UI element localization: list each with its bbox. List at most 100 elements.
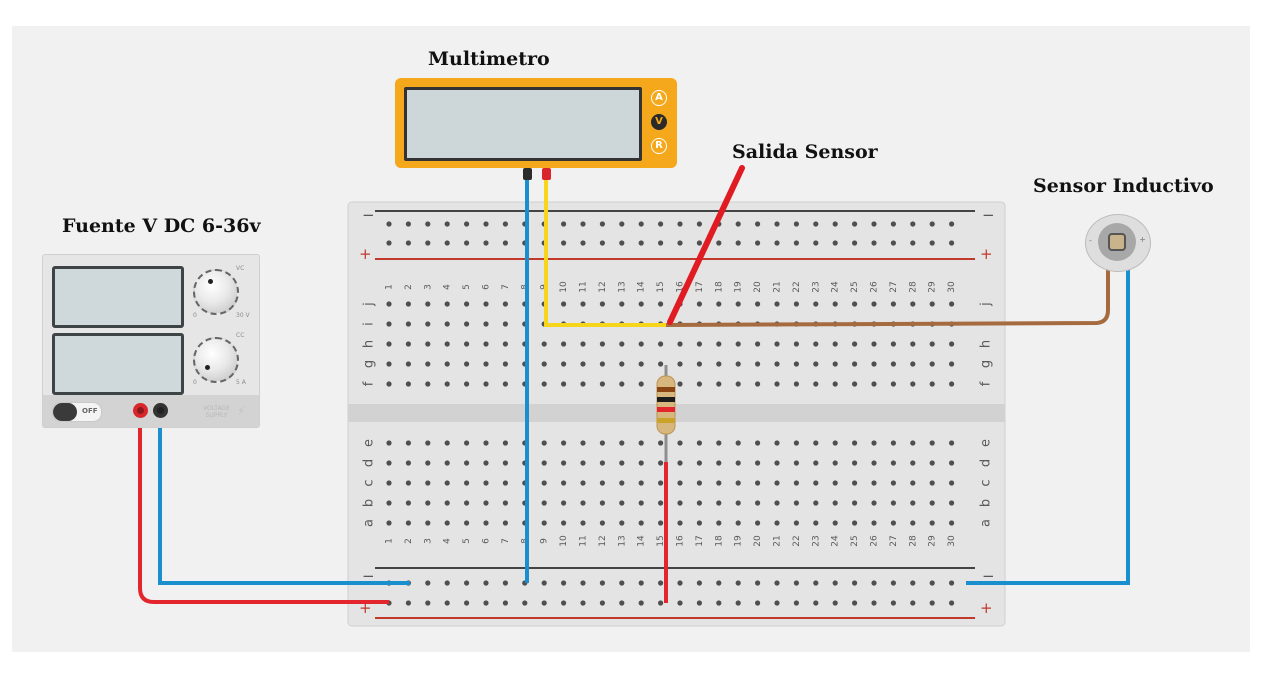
breadboard-hole[interactable]	[386, 301, 392, 307]
breadboard-hole[interactable]	[483, 460, 489, 466]
breadboard-hole[interactable]	[793, 440, 800, 446]
rail-hole[interactable]	[793, 221, 800, 227]
breadboard-hole[interactable]	[793, 460, 800, 466]
breadboard-hole[interactable]	[405, 301, 411, 307]
breadboard-hole[interactable]	[813, 520, 819, 526]
rail-hole[interactable]	[755, 221, 761, 227]
rail-hole[interactable]	[832, 240, 838, 246]
breadboard-hole[interactable]	[813, 500, 819, 506]
rail-hole[interactable]	[580, 221, 586, 227]
breadboard-hole[interactable]	[832, 520, 838, 526]
breadboard-hole[interactable]	[483, 500, 489, 506]
breadboard-hole[interactable]	[425, 381, 431, 387]
breadboard-hole[interactable]	[871, 361, 877, 367]
breadboard-hole[interactable]	[425, 460, 431, 466]
breadboard-hole[interactable]	[599, 301, 606, 307]
breadboard-hole[interactable]	[386, 321, 392, 327]
breadboard-hole[interactable]	[405, 381, 411, 387]
breadboard-hole[interactable]	[638, 341, 644, 347]
breadboard-hole[interactable]	[852, 520, 858, 526]
rail-hole[interactable]	[425, 221, 431, 227]
rail-hole[interactable]	[483, 221, 489, 227]
breadboard-hole[interactable]	[716, 500, 722, 506]
breadboard-hole[interactable]	[890, 520, 897, 526]
breadboard-hole[interactable]	[464, 361, 470, 367]
breadboard-hole[interactable]	[910, 520, 916, 526]
breadboard-hole[interactable]	[658, 460, 664, 466]
breadboard-hole[interactable]	[755, 341, 761, 347]
breadboard-hole[interactable]	[425, 500, 431, 506]
breadboard-hole[interactable]	[483, 480, 489, 486]
breadboard-hole[interactable]	[541, 341, 547, 347]
breadboard-hole[interactable]	[774, 381, 780, 387]
rail-hole[interactable]	[735, 240, 741, 246]
breadboard-hole[interactable]	[502, 520, 508, 526]
breadboard-hole[interactable]	[735, 460, 741, 466]
power-switch[interactable]: OFF	[52, 402, 102, 422]
breadboard-hole[interactable]	[619, 500, 625, 506]
rail-hole[interactable]	[580, 580, 586, 586]
breadboard-hole[interactable]	[658, 301, 664, 307]
breadboard-hole[interactable]	[890, 440, 897, 446]
breadboard-hole[interactable]	[949, 341, 955, 347]
breadboard-hole[interactable]	[677, 381, 683, 387]
breadboard-hole[interactable]	[755, 381, 761, 387]
breadboard-hole[interactable]	[483, 301, 489, 307]
breadboard-hole[interactable]	[483, 440, 489, 446]
breadboard-hole[interactable]	[619, 480, 625, 486]
breadboard-hole[interactable]	[502, 500, 508, 506]
rail-hole[interactable]	[580, 240, 586, 246]
rail-hole[interactable]	[755, 240, 761, 246]
breadboard-hole[interactable]	[716, 341, 722, 347]
breadboard-hole[interactable]	[541, 520, 547, 526]
rail-hole[interactable]	[813, 580, 819, 586]
breadboard-hole[interactable]	[696, 301, 703, 307]
breadboard-hole[interactable]	[871, 381, 877, 387]
breadboard-hole[interactable]	[793, 341, 800, 347]
breadboard-hole[interactable]	[696, 500, 703, 506]
breadboard-hole[interactable]	[832, 440, 838, 446]
rail-hole[interactable]	[464, 580, 470, 586]
breadboard-hole[interactable]	[619, 341, 625, 347]
breadboard-hole[interactable]	[832, 480, 838, 486]
rail-hole[interactable]	[755, 600, 761, 606]
breadboard-hole[interactable]	[890, 480, 897, 486]
rail-hole[interactable]	[638, 240, 644, 246]
breadboard-hole[interactable]	[464, 321, 470, 327]
rail-hole[interactable]	[716, 240, 722, 246]
breadboard-hole[interactable]	[832, 361, 838, 367]
breadboard-hole[interactable]	[619, 361, 625, 367]
breadboard-hole[interactable]	[832, 301, 838, 307]
breadboard-hole[interactable]	[755, 301, 761, 307]
rail-hole[interactable]	[696, 240, 703, 246]
breadboard-hole[interactable]	[755, 480, 761, 486]
breadboard-hole[interactable]	[386, 480, 392, 486]
breadboard-hole[interactable]	[890, 341, 897, 347]
breadboard-hole[interactable]	[658, 500, 664, 506]
breadboard-hole[interactable]	[599, 341, 606, 347]
breadboard-hole[interactable]	[599, 460, 606, 466]
rail-hole[interactable]	[677, 221, 683, 227]
breadboard-hole[interactable]	[561, 520, 567, 526]
rail-hole[interactable]	[619, 221, 625, 227]
rail-hole[interactable]	[793, 600, 800, 606]
rail-hole[interactable]	[405, 240, 411, 246]
rail-hole[interactable]	[852, 600, 858, 606]
breadboard-hole[interactable]	[444, 321, 450, 327]
breadboard-hole[interactable]	[502, 321, 508, 327]
breadboard-hole[interactable]	[910, 460, 916, 466]
breadboard-hole[interactable]	[464, 480, 470, 486]
breadboard-hole[interactable]	[852, 460, 858, 466]
breadboard-hole[interactable]	[483, 520, 489, 526]
breadboard-hole[interactable]	[852, 341, 858, 347]
rail-hole[interactable]	[580, 600, 586, 606]
breadboard-hole[interactable]	[464, 341, 470, 347]
breadboard-hole[interactable]	[541, 440, 547, 446]
rail-hole[interactable]	[929, 240, 935, 246]
ohmmeter-button[interactable]: R	[651, 138, 667, 154]
breadboard-hole[interactable]	[580, 480, 586, 486]
rail-hole[interactable]	[871, 240, 877, 246]
breadboard-hole[interactable]	[425, 480, 431, 486]
breadboard-hole[interactable]	[580, 381, 586, 387]
rail-hole[interactable]	[386, 240, 392, 246]
